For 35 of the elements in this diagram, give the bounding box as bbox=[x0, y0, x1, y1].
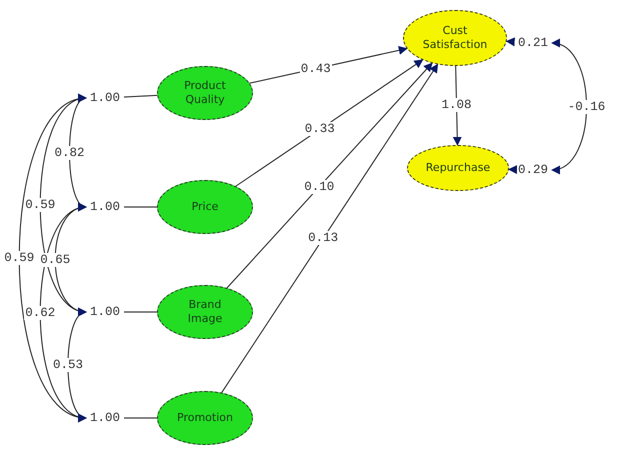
latent-variable-ellipse: Product Quality bbox=[157, 66, 253, 120]
latent-variable-ellipse: Repurchase bbox=[407, 145, 509, 191]
variance-label: 0.21 bbox=[515, 35, 551, 51]
edge-label: 0.13 bbox=[307, 231, 340, 246]
path-arrow bbox=[506, 37, 515, 46]
edge-label: 0.59 bbox=[24, 198, 56, 212]
edge-label: 0.65 bbox=[39, 252, 72, 266]
edge-label: 0.62 bbox=[24, 306, 56, 320]
latent-variable-ellipse: Cust Satisfaction bbox=[403, 10, 507, 66]
covariance-arrow bbox=[551, 40, 587, 172]
connector-line bbox=[124, 94, 158, 98]
path-arrow bbox=[235, 59, 424, 187]
covariance-arrow bbox=[18, 96, 87, 420]
covariance-arrow bbox=[40, 205, 87, 420]
path-arrow bbox=[226, 62, 433, 288]
connector-line bbox=[124, 206, 158, 208]
variance-label: 0.29 bbox=[515, 162, 551, 178]
variance-label: 1.00 bbox=[87, 304, 123, 320]
variance-label: 1.00 bbox=[87, 90, 123, 106]
latent-variable-ellipse: Brand Image bbox=[157, 285, 253, 339]
edge-label: 0.53 bbox=[52, 358, 84, 372]
path-arrow bbox=[508, 165, 518, 174]
edge-label: 0.43 bbox=[300, 62, 332, 76]
edge-label: 1.08 bbox=[440, 98, 473, 112]
variance-label: 1.00 bbox=[87, 199, 123, 215]
edge-label: 0.59 bbox=[3, 251, 36, 265]
variance-label: 1.00 bbox=[87, 410, 123, 426]
covariance-arrow bbox=[68, 310, 87, 420]
edge-label: 0.33 bbox=[304, 122, 336, 136]
edge-label: 0.10 bbox=[303, 180, 336, 194]
latent-variable-ellipse: Promotion bbox=[157, 391, 253, 445]
edge-label: 0.82 bbox=[54, 146, 86, 160]
latent-variable-ellipse: Price bbox=[157, 180, 253, 234]
path-arrow bbox=[221, 64, 438, 394]
edge-label: -0.16 bbox=[566, 100, 606, 114]
